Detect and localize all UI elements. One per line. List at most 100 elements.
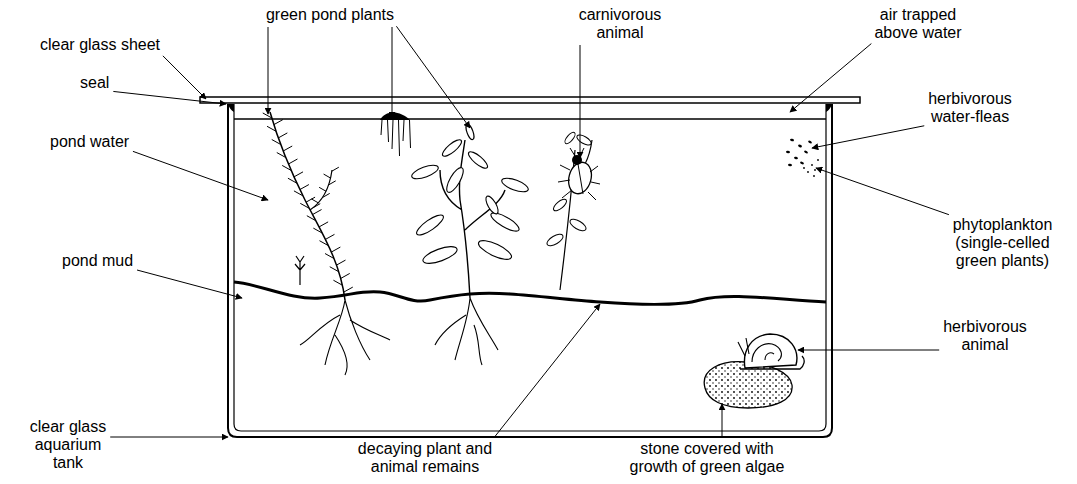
- leaf-stroke: [323, 193, 330, 197]
- pond-plant-stem: [270, 112, 345, 300]
- pond-plant-leaves: [410, 123, 530, 266]
- leaf-stroke: [313, 228, 322, 233]
- root-stroke: [410, 120, 411, 148]
- leaf-stroke: [283, 146, 292, 151]
- leaf-stroke: [311, 199, 318, 203]
- leaf-stroke: [319, 241, 328, 246]
- water-flea: [788, 163, 792, 166]
- root-stroke: [388, 120, 389, 142]
- callout-label: air trapped above water: [868, 6, 968, 42]
- seal-strip: [228, 104, 832, 112]
- label-text: seal: [80, 74, 109, 91]
- leader-line: [790, 44, 871, 112]
- leaf-stroke: [325, 234, 334, 239]
- root-stroke: [381, 120, 382, 135]
- leaf-stroke: [324, 174, 331, 178]
- callout-label: herbivorous water-fleas: [915, 90, 1025, 126]
- label-text: stone covered with growth of green algae: [630, 440, 785, 475]
- pond-plant-leaves: [263, 113, 353, 292]
- carnivorous-animal: [558, 148, 600, 200]
- leaf-stroke: [278, 133, 287, 138]
- leaf-stroke: [294, 191, 303, 196]
- label-text: air trapped above water: [874, 6, 961, 41]
- label-text: herbivorous water-fleas: [928, 90, 1012, 125]
- leader-line: [163, 56, 206, 99]
- leaf-stroke: [344, 287, 353, 292]
- root-stroke: [403, 120, 404, 141]
- leaf-stroke: [325, 254, 334, 259]
- label-text: clear glass aquarium tank: [30, 418, 106, 471]
- callout-label: decaying plant and animal remains: [345, 440, 505, 476]
- plant-roots: [435, 298, 498, 365]
- leaf-stroke: [319, 187, 326, 191]
- leaf-stroke: [288, 159, 297, 164]
- leader-line: [392, 27, 393, 118]
- leaf-stroke: [330, 267, 339, 272]
- leaf-stroke: [332, 167, 339, 171]
- leader-line: [133, 151, 268, 200]
- leaf-stroke: [263, 113, 272, 118]
- callout-label: clear glass aquarium tank: [18, 418, 118, 472]
- callout-label: clear glass sheet: [40, 36, 180, 54]
- phytoplankton-cell: [807, 171, 809, 173]
- label-text: clear glass sheet: [40, 36, 160, 53]
- label-text: pond water: [50, 133, 129, 150]
- callout-label: phytoplankton (single-celled green plant…: [940, 216, 1065, 270]
- pond-plant-sprig: [295, 256, 305, 285]
- leaf-stroke: [313, 204, 320, 208]
- phytoplankton-cell: [811, 164, 813, 166]
- leader-line: [812, 126, 924, 148]
- water-fleas: [786, 138, 812, 166]
- tank-outer-wall: [228, 104, 832, 437]
- plant-roots: [300, 300, 390, 375]
- water-flea: [808, 140, 813, 144]
- decaying-remains: [234, 282, 826, 304]
- callout-label: seal: [80, 74, 120, 92]
- leader-line: [495, 304, 600, 437]
- leaf-stroke: [300, 185, 309, 190]
- leaf-stroke: [300, 203, 309, 208]
- leader-line: [798, 350, 939, 351]
- phytoplankton-cell: [803, 167, 805, 169]
- water-flea: [800, 161, 805, 165]
- leader-line: [110, 437, 228, 438]
- glass-sheet: [200, 97, 860, 103]
- pond-plant-branch: [310, 170, 332, 210]
- leaf-stroke: [267, 126, 276, 131]
- leader-line: [580, 45, 581, 158]
- leader-line: [396, 26, 470, 128]
- leaf-stroke: [282, 165, 291, 170]
- leaf-stroke: [277, 153, 286, 158]
- pond-plant-stem: [560, 140, 592, 290]
- leaf-stroke: [313, 210, 322, 215]
- root-stroke: [392, 120, 393, 149]
- water-surface: [234, 118, 826, 119]
- leaf-stroke: [331, 247, 340, 252]
- label-text: herbivorous animal: [943, 318, 1027, 353]
- leaf-stroke: [294, 172, 303, 177]
- leaf-stroke: [319, 222, 328, 227]
- water-flea: [794, 156, 799, 159]
- water-flea: [786, 151, 790, 154]
- water-flea: [790, 138, 794, 141]
- leader-line: [816, 168, 949, 215]
- leader-line: [268, 27, 269, 114]
- leaf-stroke: [272, 139, 281, 144]
- label-text: pond mud: [62, 252, 133, 269]
- tank-inner-wall: [234, 104, 826, 431]
- leader-line: [722, 404, 723, 436]
- leaf-stroke: [288, 178, 297, 183]
- water-flea: [804, 150, 809, 154]
- floating-plant: [380, 113, 410, 121]
- label-text: phytoplankton (single-celled green plant…: [953, 216, 1053, 269]
- callout-label: carnivorous animal: [570, 6, 670, 42]
- water-flea: [798, 144, 803, 148]
- label-text: green pond plants: [266, 6, 394, 23]
- label-text: carnivorous animal: [579, 6, 662, 41]
- callout-label: pond water: [50, 133, 150, 151]
- leader-line: [137, 270, 242, 298]
- callout-label: green pond plants: [255, 6, 405, 24]
